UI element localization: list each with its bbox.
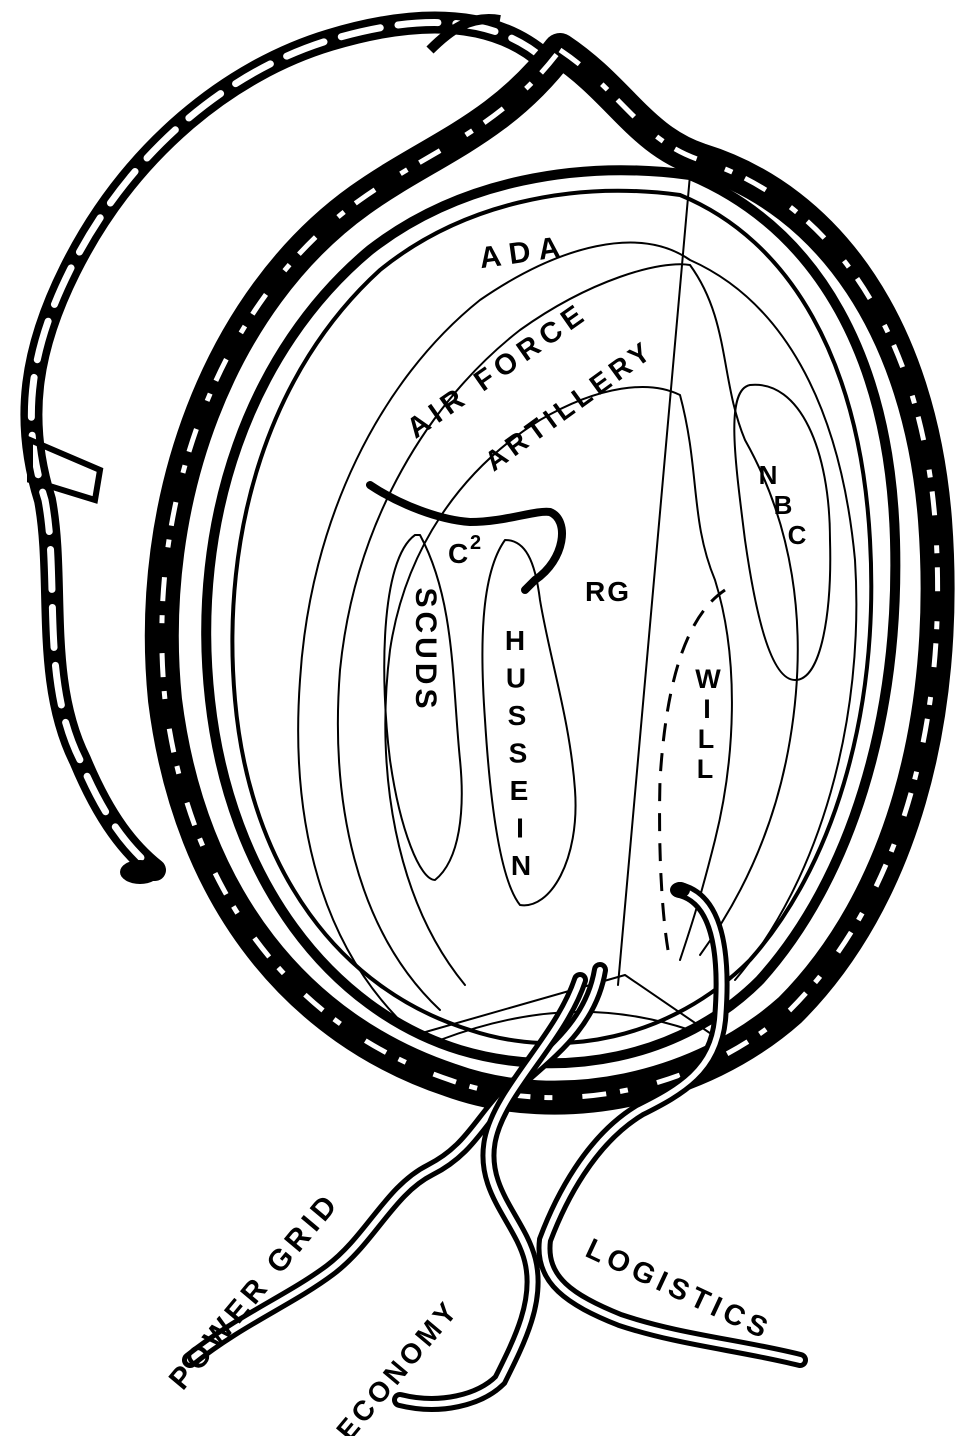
label-nbc-3: C (788, 520, 807, 550)
ada-ring (298, 243, 856, 1035)
label-economy: ECONOMY (330, 1294, 465, 1436)
label-c2-base: C (448, 538, 468, 569)
onion-skin (162, 50, 938, 1098)
hussein-letter: S (509, 738, 528, 769)
hussein-letter: H (505, 625, 525, 656)
hussein-letter: U (506, 663, 526, 694)
label-nbc-1: N (759, 460, 778, 490)
will-letter: L (698, 724, 715, 754)
label-power-grid: POWER GRID (163, 1186, 347, 1396)
hussein-letter: I (516, 813, 524, 844)
will-letter: L (697, 754, 714, 784)
will-letter: W (695, 664, 721, 694)
label-rg: RG (585, 576, 631, 607)
label-c2-superscript: 2 (470, 532, 481, 554)
label-nbc-2: B (774, 490, 793, 520)
hussein-letter: N (511, 850, 531, 881)
label-scuds: SCUDS (409, 587, 442, 712)
label-c2: C 2 (448, 532, 481, 569)
hussein-letter: E (510, 775, 529, 806)
will-letter: I (703, 694, 711, 724)
label-ada: ADA (477, 230, 570, 275)
label-nbc: N B C (759, 460, 807, 550)
hussein-letter: S (508, 700, 527, 731)
